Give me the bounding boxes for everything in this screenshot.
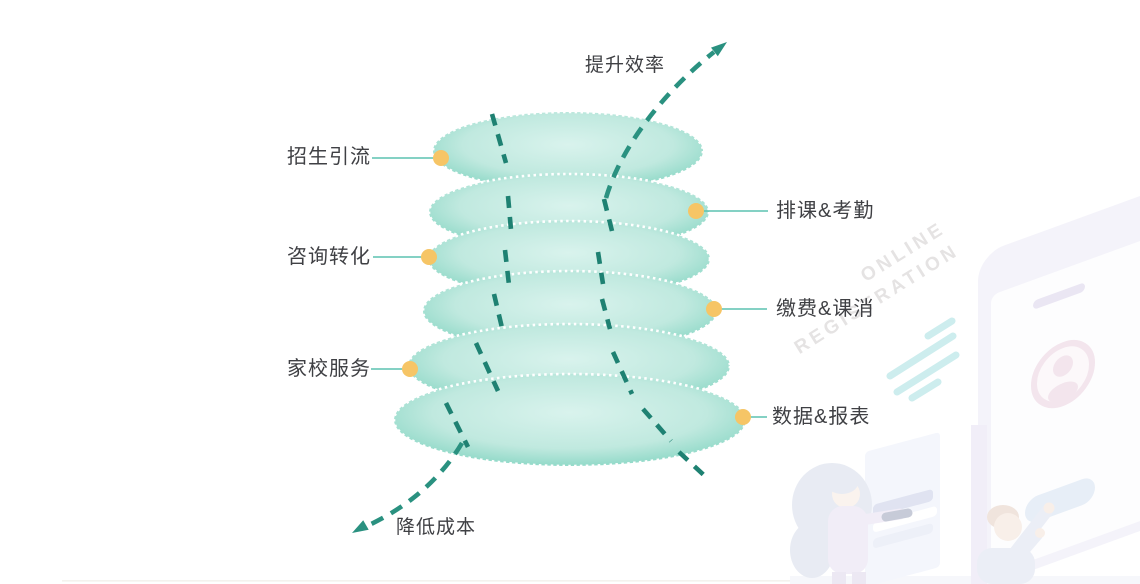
background-illustration — [62, 193, 1140, 584]
connector-dot — [421, 249, 437, 265]
arrowhead-down-icon — [352, 520, 369, 533]
phone-illustration — [978, 193, 1140, 583]
panel-illustration — [865, 432, 940, 584]
cost-arrow — [352, 441, 464, 533]
connector-dot — [433, 150, 449, 166]
connector-dot — [688, 203, 704, 219]
connector-dot — [706, 301, 722, 317]
label-scheduling-attendance: 排课&考勤 — [776, 200, 875, 222]
connector-dot — [402, 361, 418, 377]
bottom-divider — [62, 580, 1140, 582]
funnel-stack — [392, 110, 748, 468]
label-data-reports: 数据&报表 — [772, 406, 871, 428]
man-illustration — [977, 502, 1055, 584]
arrow-label-cost: 降低成本 — [396, 517, 477, 538]
label-consult-conversion: 咨询转化 — [287, 246, 371, 268]
label-home-school-service: 家校服务 — [287, 358, 371, 380]
connector-dot — [735, 409, 751, 425]
decor-stripes — [886, 317, 960, 402]
connectors — [371, 150, 768, 425]
woman-illustration — [790, 463, 913, 584]
arrow-label-efficiency: 提升效率 — [585, 55, 666, 76]
funnel-layer-6 — [392, 372, 748, 468]
coil-dashes — [443, 113, 709, 480]
label-payment-consumption: 缴费&课消 — [776, 298, 875, 320]
arrowhead-up-icon — [711, 42, 727, 57]
label-enrollment: 招生引流 — [287, 146, 371, 168]
phone-speaker — [1033, 283, 1085, 309]
efficiency-arrow — [603, 42, 727, 199]
funnel-layer-1 — [431, 110, 705, 192]
